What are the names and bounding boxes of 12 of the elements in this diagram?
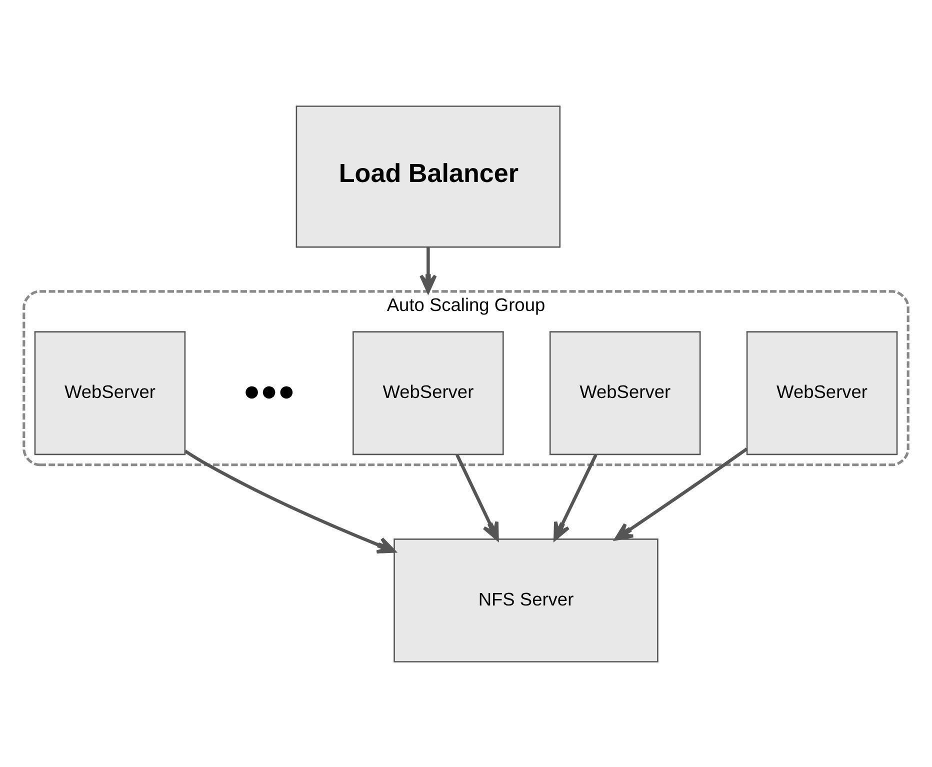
arrow — [456, 454, 499, 540]
label: ●●● — [243, 374, 296, 407]
node-box: WebServer — [746, 330, 898, 455]
arrow — [554, 454, 598, 540]
arrow — [184, 449, 396, 554]
node-box: NFS Server — [394, 538, 658, 662]
arrow — [420, 246, 437, 293]
node-box: WebServer — [549, 330, 701, 455]
node-box: WebServer — [352, 330, 504, 455]
arrow — [614, 447, 748, 540]
node-box: WebServer — [34, 330, 186, 455]
node-box: Load Balancer — [296, 105, 561, 248]
